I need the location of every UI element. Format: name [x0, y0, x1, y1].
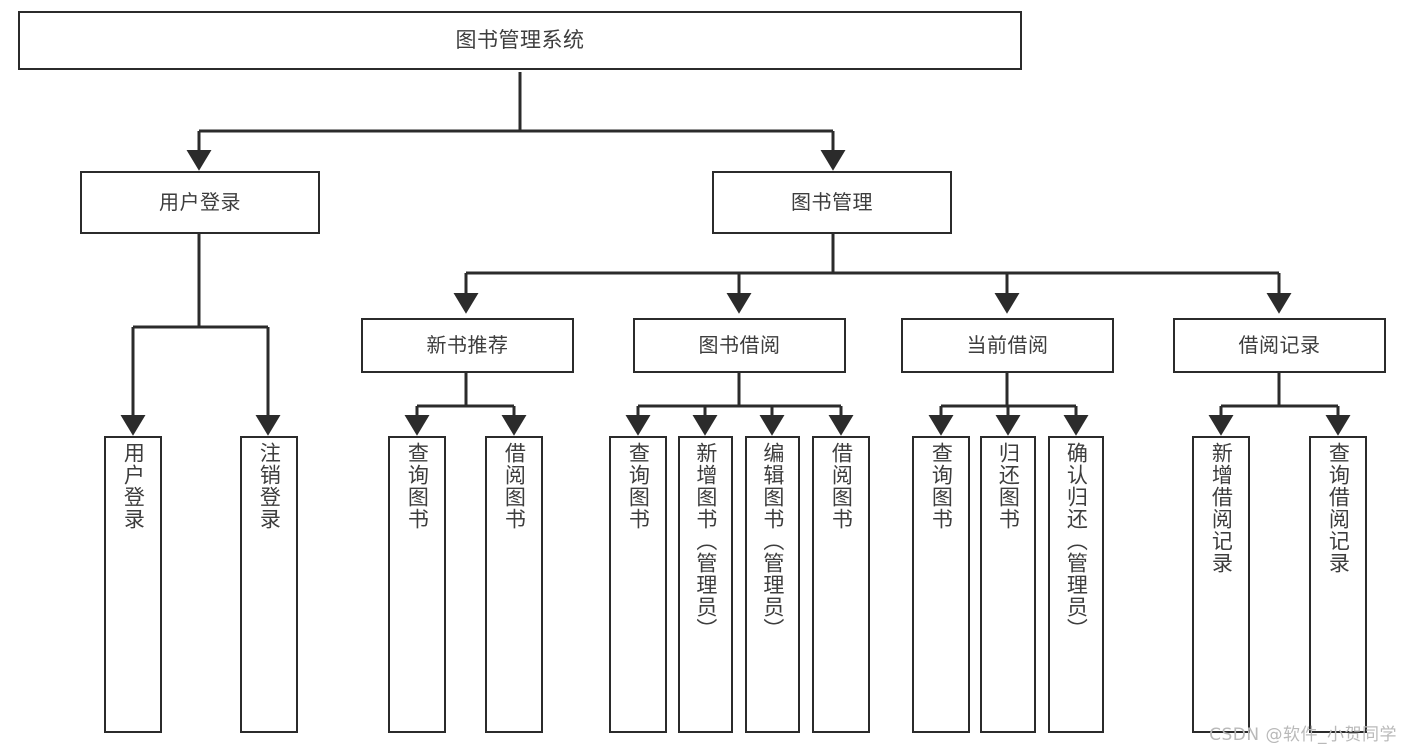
leaf-add-book[interactable]: 新增图书（管理员）: [678, 436, 733, 733]
leaf-query-record-label: 查询借阅记录: [1326, 442, 1351, 574]
node-borrow-record-label: 借阅记录: [1238, 332, 1321, 357]
leaf-logout-login-label: 注销登录: [257, 442, 282, 530]
leaf-borrow-book-2-label: 借阅图书: [829, 442, 854, 530]
node-new-book-recommend[interactable]: 新书推荐: [361, 318, 574, 373]
leaf-query-book-1-label: 查询图书: [405, 442, 430, 530]
leaf-query-book-2[interactable]: 查询图书: [609, 436, 667, 733]
leaf-user-login-label: 用户登录: [121, 442, 146, 530]
leaf-add-record[interactable]: 新增借阅记录: [1192, 436, 1250, 733]
node-user-login-label: 用户登录: [159, 189, 241, 214]
node-book-manage[interactable]: 图书管理: [712, 171, 952, 234]
node-borrow-record[interactable]: 借阅记录: [1173, 318, 1386, 373]
leaf-borrow-book-1[interactable]: 借阅图书: [485, 436, 543, 733]
leaf-borrow-book-1-label: 借阅图书: [502, 442, 527, 530]
leaf-query-book-1[interactable]: 查询图书: [388, 436, 446, 733]
leaf-return-book[interactable]: 归还图书: [980, 436, 1036, 733]
leaf-add-book-label: 新增图书（管理员）: [693, 442, 718, 640]
csdn-watermark: CSDN @软件_小贺同学: [1209, 725, 1397, 745]
leaf-user-login[interactable]: 用户登录: [104, 436, 162, 733]
node-root-label: 图书管理系统: [455, 28, 585, 53]
leaf-return-book-label: 归还图书: [996, 442, 1021, 530]
leaf-add-record-label: 新增借阅记录: [1209, 442, 1234, 574]
node-new-book-recommend-label: 新书推荐: [426, 332, 509, 357]
node-book-manage-label: 图书管理: [791, 189, 873, 214]
leaf-confirm-return-label: 确认归还（管理员）: [1064, 442, 1089, 640]
node-book-borrow[interactable]: 图书借阅: [633, 318, 846, 373]
leaf-edit-book[interactable]: 编辑图书（管理员）: [745, 436, 800, 733]
leaf-confirm-return[interactable]: 确认归还（管理员）: [1048, 436, 1104, 733]
leaf-logout-login[interactable]: 注销登录: [240, 436, 298, 733]
node-current-borrow-label: 当前借阅: [966, 332, 1049, 357]
node-book-borrow-label: 图书借阅: [698, 332, 781, 357]
leaf-query-book-3-label: 查询图书: [929, 442, 954, 530]
node-user-login[interactable]: 用户登录: [80, 171, 320, 234]
leaf-query-record[interactable]: 查询借阅记录: [1309, 436, 1367, 733]
node-root[interactable]: 图书管理系统: [18, 11, 1022, 70]
leaf-query-book-3[interactable]: 查询图书: [912, 436, 970, 733]
leaf-edit-book-label: 编辑图书（管理员）: [760, 442, 785, 640]
node-current-borrow[interactable]: 当前借阅: [901, 318, 1114, 373]
leaf-borrow-book-2[interactable]: 借阅图书: [812, 436, 870, 733]
leaf-query-book-2-label: 查询图书: [626, 442, 651, 530]
